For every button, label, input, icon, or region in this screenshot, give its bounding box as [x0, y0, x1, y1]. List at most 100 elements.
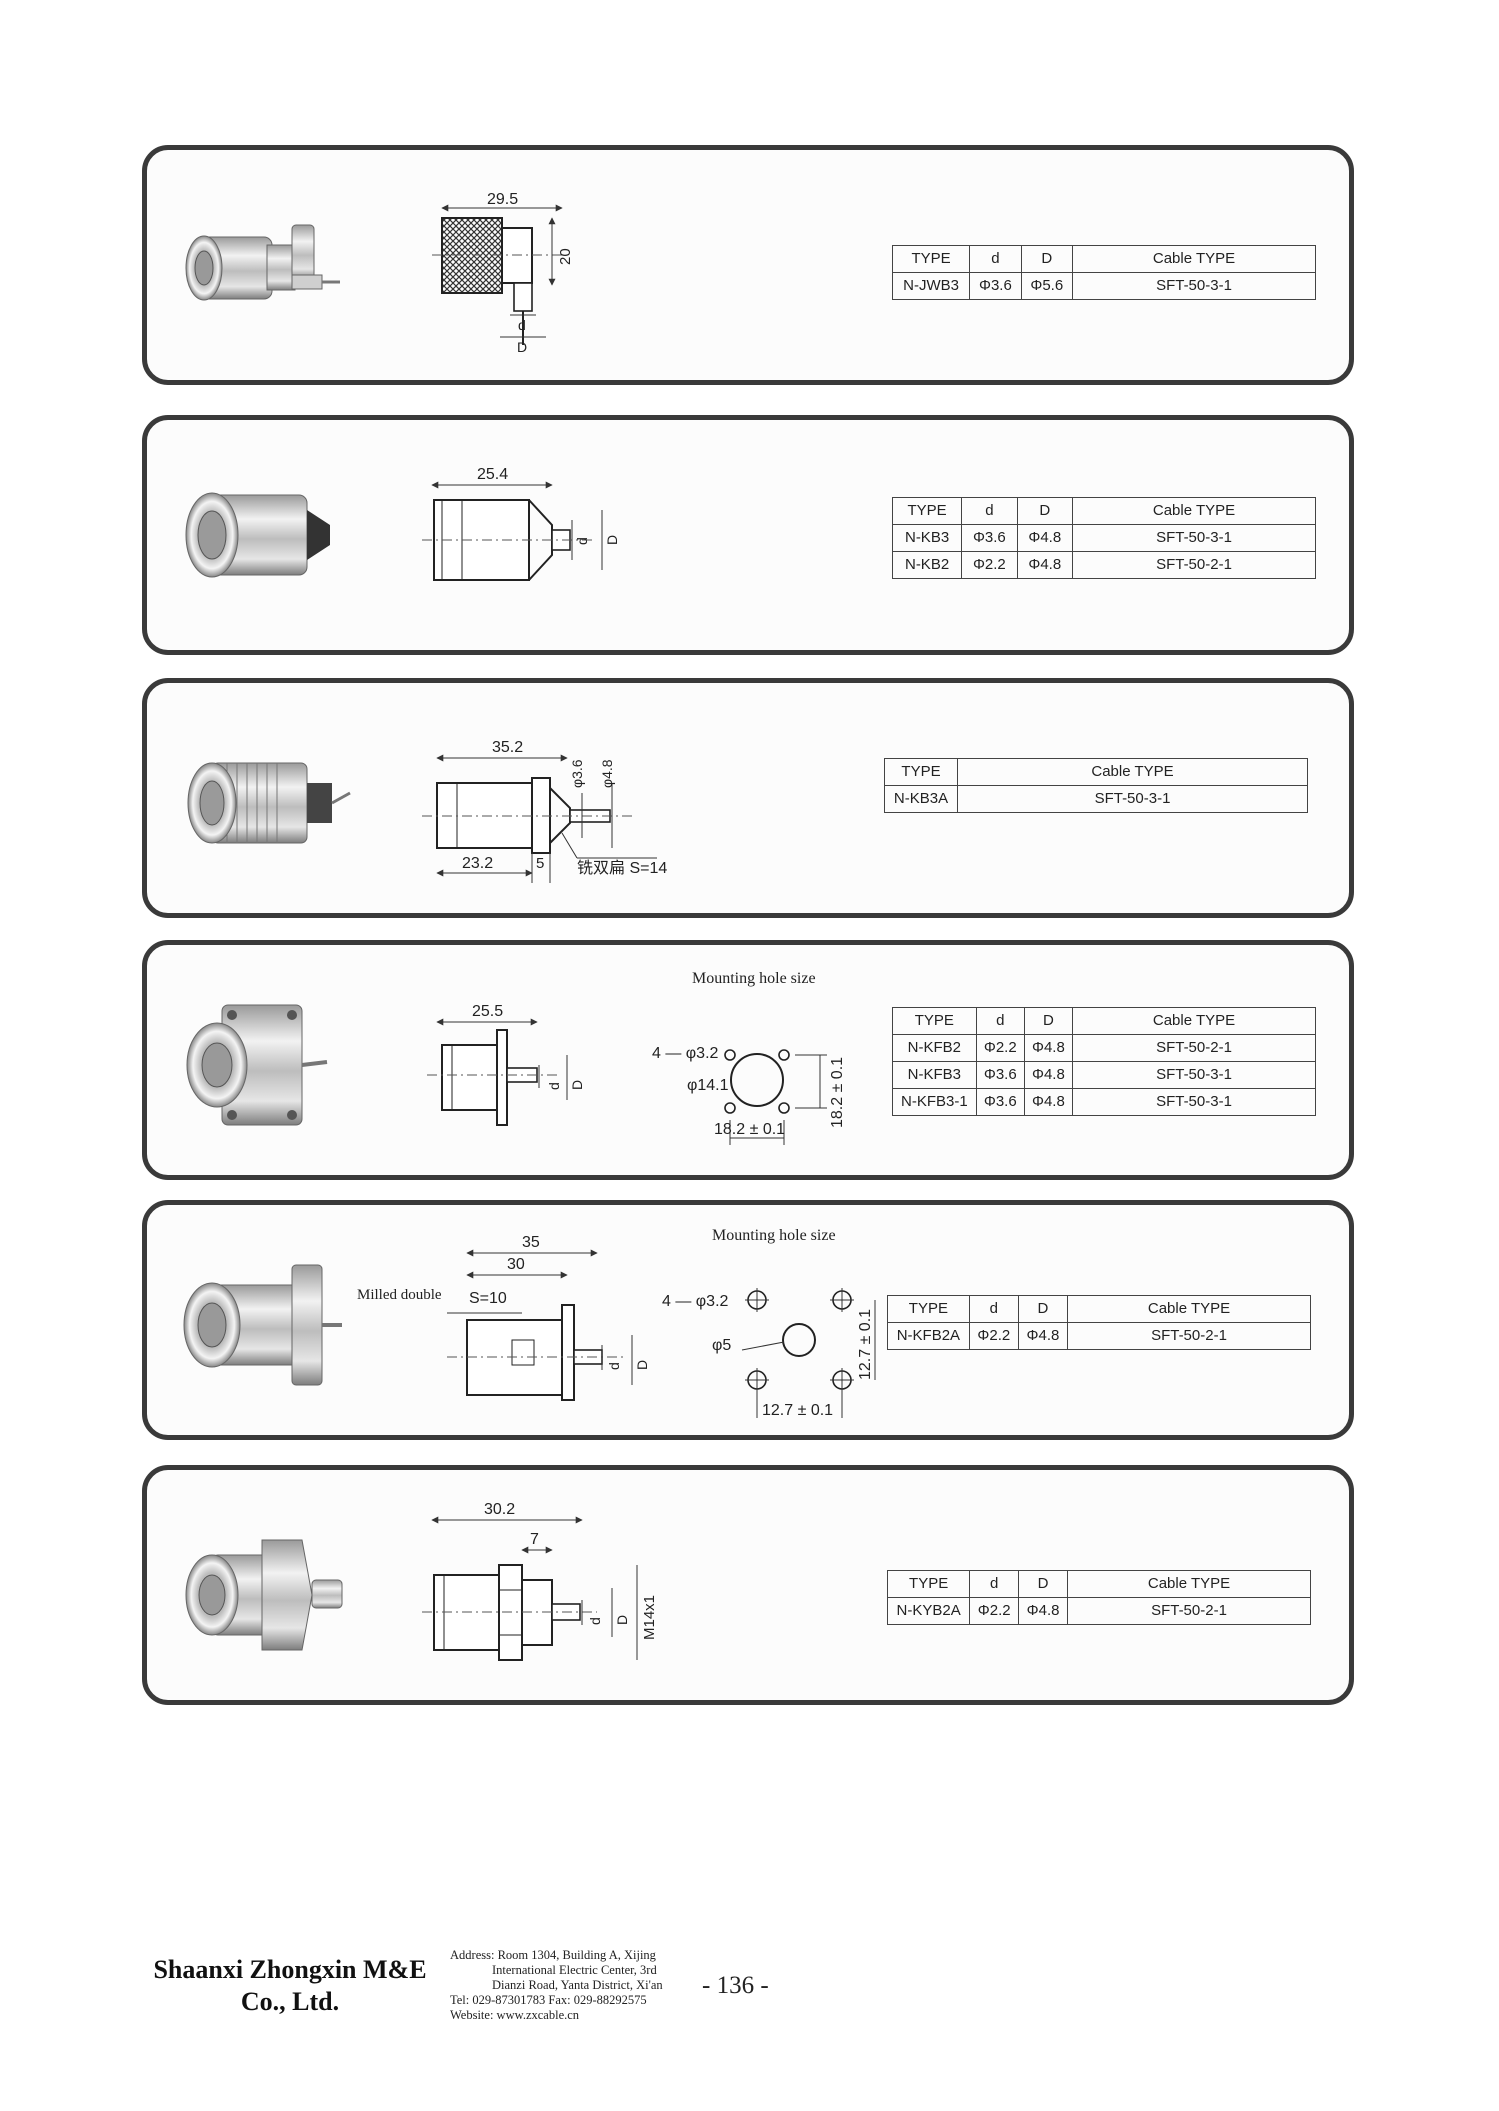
dim-holes-n-kfb: 4 — φ3.2: [652, 1045, 719, 1062]
th-D: D: [1018, 1570, 1068, 1598]
th-type: TYPE: [884, 758, 958, 786]
th-d: d: [975, 1007, 1025, 1035]
th-D: D: [1017, 1295, 1069, 1323]
dim-d-n-kfb: d: [546, 1082, 562, 1090]
th-D: D: [1016, 497, 1074, 525]
dim-d-n-kb3: d: [574, 537, 590, 545]
cell-D: Φ4.8: [1016, 551, 1074, 579]
cell-d: Φ2.2: [975, 1034, 1025, 1062]
cell-D: Φ4.8: [1016, 524, 1074, 552]
address-line: International Electric Center, 3rd: [492, 1963, 657, 1977]
cell-type: N-JWB3: [891, 272, 971, 300]
th-cable: Cable TYPE: [1067, 1295, 1311, 1323]
cell-type: N-KB3: [891, 524, 963, 552]
th-type: TYPE: [891, 497, 963, 525]
dim-thread-n-kyb2a: M14x1: [641, 1595, 658, 1640]
dimension-drawing-n-kfb: 25.5 d D: [427, 1003, 585, 1126]
dim-pitch-y-n-kfb: 18.2 ± 0.1: [829, 1057, 846, 1128]
product-panel-n-kfb: Mounting hole size 25.5 d D 4 — φ3.2 φ14…: [142, 940, 1354, 1180]
dim-pitch-x-n-kfb2a: 12.7 ± 0.1: [762, 1402, 833, 1419]
product-panel-n-kfb2a: Mounting hole size Milled double 35 30 S…: [142, 1200, 1354, 1440]
th-type: TYPE: [887, 1295, 970, 1323]
cell-cable: SFT-50-3-1: [957, 785, 1308, 813]
dim-holes-n-kfb2a: 4 — φ3.2: [662, 1293, 729, 1310]
dimension-drawing-n-jwb3: 29.5 20 d D: [432, 191, 574, 355]
cell-d: Φ2.2: [961, 551, 1018, 579]
dim-D-n-kfb2a: D: [634, 1360, 650, 1370]
th-cable: Cable TYPE: [957, 758, 1308, 786]
th-D: D: [1023, 1007, 1074, 1035]
th-d: d: [969, 1570, 1020, 1598]
th-type: TYPE: [891, 245, 971, 273]
mounting-hole-drawing-n-kfb2a: 4 — φ3.2 φ5 12.7 ± 0.1 12.7 ± 0.1: [662, 1288, 876, 1419]
cell-D: Φ4.8: [1023, 1088, 1074, 1116]
th-d: d: [969, 245, 1022, 273]
connector-photo-n-jwb3: [185, 224, 340, 301]
dim-d-n-kb3a: φ3.6: [569, 759, 585, 788]
cell-cable: SFT-50-2-1: [1072, 551, 1316, 579]
dim-bore-n-kfb2a: φ5: [712, 1337, 731, 1354]
company-name-line1: Shaanxi Zhongxin M&E: [153, 1955, 427, 1984]
dim-d-n-kfb2a: d: [606, 1362, 622, 1370]
connector-photo-n-kyb2a: [185, 1539, 343, 1651]
cell-cable: SFT-50-2-1: [1072, 1034, 1316, 1062]
company-name: Shaanxi Zhongxin M&E Co., Ltd.: [140, 1954, 440, 2018]
dim-flat-n-kfb2a: S=10: [469, 1290, 507, 1307]
cell-cable: SFT-50-3-1: [1072, 1061, 1316, 1089]
cell-D: Φ5.6: [1020, 272, 1074, 300]
cell-d: Φ2.2: [969, 1597, 1020, 1625]
dim-d-n-jwb3: d: [518, 317, 526, 333]
dim-D-n-kb3: D: [604, 535, 620, 545]
cell-type: N-KFB2: [892, 1034, 977, 1062]
dim-pitch-y-n-kfb2a: 12.7 ± 0.1: [857, 1309, 874, 1380]
connector-photo-n-kb3: [185, 492, 330, 578]
th-cable: Cable TYPE: [1072, 245, 1316, 273]
website: Website: www.zxcable.cn: [450, 2008, 580, 2022]
phone-fax: Tel: 029-87301783 Fax: 029-88292575: [450, 1993, 647, 2007]
cell-type: N-KYB2A: [886, 1597, 971, 1625]
dim-thread-len-n-kyb2a: 7: [530, 1531, 539, 1548]
cell-type: N-KB3A: [884, 785, 958, 813]
cell-d: Φ3.6: [969, 272, 1022, 300]
dim-length-n-kfb: 25.5: [472, 1003, 503, 1020]
dim-flat-n-kb3a: 铣双扁 S=14: [577, 859, 667, 877]
dim-length-n-kyb2a: 30.2: [484, 1501, 515, 1518]
th-type: TYPE: [886, 1570, 971, 1598]
dim-height-n-jwb3: 20: [557, 248, 574, 265]
cell-cable: SFT-50-2-1: [1067, 1597, 1311, 1625]
th-d: d: [961, 497, 1018, 525]
address-line: Dianzi Road, Yanta District, Xi'an: [492, 1978, 663, 1992]
th-cable: Cable TYPE: [1067, 1570, 1311, 1598]
dim-D-n-kfb: D: [569, 1080, 585, 1090]
th-d: d: [968, 1295, 1019, 1323]
mounting-hole-drawing-n-kfb: 4 — φ3.2 φ14.1 18.2 ± 0.1 18.2 ± 0.1: [652, 1045, 846, 1145]
cell-d: Φ3.6: [975, 1088, 1025, 1116]
dim-gap-n-kb3a: 5: [536, 855, 544, 872]
page-number: - 136 -: [702, 1972, 769, 1999]
dim-d-n-kyb2a: d: [587, 1617, 603, 1625]
th-D: D: [1020, 245, 1074, 273]
th-type: TYPE: [892, 1007, 977, 1035]
mounting-hole-caption: Mounting hole size: [712, 1227, 836, 1244]
cell-D: Φ4.8: [1018, 1597, 1068, 1625]
dimension-drawing-n-kfb2a: 35 30 S=10 d D: [447, 1234, 650, 1401]
cell-cable: SFT-50-2-1: [1067, 1322, 1311, 1350]
dim-length-n-jwb3: 29.5: [487, 191, 518, 208]
cell-D: Φ4.8: [1023, 1034, 1074, 1062]
dim-length-n-kfb2a: 35: [522, 1234, 540, 1251]
